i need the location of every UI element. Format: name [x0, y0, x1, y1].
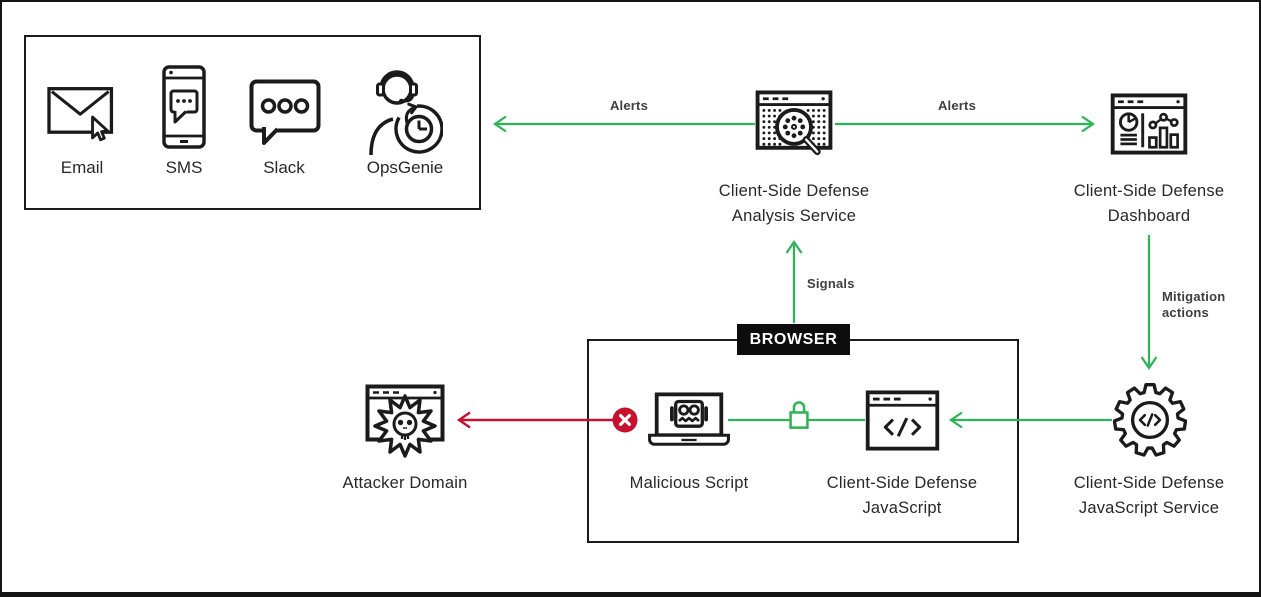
edge-signals: [785, 240, 803, 323]
edge-service-to-javascript: [949, 411, 1112, 429]
analysis-service-icon: [755, 90, 833, 156]
slack-icon: [249, 79, 321, 145]
alerts-left-label: Alerts: [609, 98, 649, 113]
lock-icon: [789, 401, 809, 429]
javascript-service-label: Client-Side Defense JavaScript Service: [1073, 474, 1225, 517]
csd-javascript-icon: [865, 390, 940, 451]
code-glyph: [1138, 413, 1162, 427]
channel-label-slack: Slack: [263, 158, 305, 177]
edge-alerts-to-channels: [493, 115, 755, 133]
attacker-domain-icon: [365, 384, 445, 458]
signals-label: Signals: [807, 276, 855, 291]
edge-alerts-to-dashboard: [835, 115, 1095, 133]
browser-tab: BROWSER: [737, 324, 850, 355]
mitigation-actions-label: Mitigation actions: [1162, 289, 1226, 320]
channel-label-email: Email: [60, 158, 104, 177]
code-glyph: [883, 417, 922, 437]
opsgenie-icon: [369, 70, 443, 155]
email-icon: [47, 87, 114, 142]
analysis-service-label: Client-Side Defense Analysis Service: [718, 182, 870, 225]
javascript-service-gear-icon: [1113, 383, 1187, 457]
attacker-domain-label: Attacker Domain: [342, 474, 468, 492]
blocked-x-badge: [612, 407, 638, 433]
channel-label-sms: SMS: [165, 158, 203, 177]
skull-glyph: [392, 411, 418, 440]
dashboard-icon: [1110, 93, 1188, 155]
alerts-right-label: Alerts: [937, 98, 977, 113]
dashboard-label: Client-Side Defense Dashboard: [1073, 182, 1225, 225]
malicious-script-label: Malicious Script: [629, 474, 749, 492]
edge-mitigation-actions: [1140, 235, 1158, 370]
sms-icon: [162, 65, 206, 149]
magnifier-dots: [782, 115, 806, 139]
malicious-script-icon: [648, 392, 730, 446]
csd-javascript-label: Client-Side Defense JavaScript: [826, 474, 978, 517]
channel-label-opsgenie: OpsGenie: [366, 158, 444, 177]
notification-channels-box: Email SMS Slack OpsGenie: [24, 35, 481, 210]
edge-blocked-exfiltration: [456, 411, 614, 429]
